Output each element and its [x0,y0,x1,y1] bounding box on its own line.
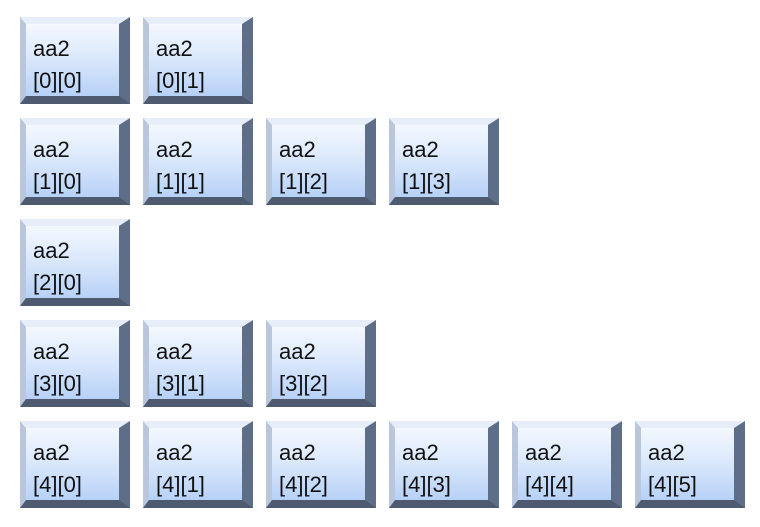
cell-face: aa2 [1][1] [149,125,242,197]
cell-index-label: [2][0] [33,270,82,295]
array-row-3: aa2 [3][0] aa2 [3][1] aa2 [3][2] [20,320,745,407]
cell-bevel [20,320,130,407]
cell-index-label: [0][1] [156,68,205,93]
array-row-0: aa2 [0][0] aa2 [0][1] [20,17,745,104]
array-cell-3-0: aa2 [3][0] [20,320,130,407]
cell-index-label: [3][2] [279,371,328,396]
cell-bevel [635,421,745,508]
array-cell-2-0: aa2 [2][0] [20,219,130,306]
cell-array-name: aa2 [156,339,193,364]
array-cell-1-0: aa2 [1][0] [20,118,130,205]
array-cell-0-0: aa2 [0][0] [20,17,130,104]
cell-index-label: [1][3] [402,169,451,194]
cell-array-name: aa2 [279,440,316,465]
cell-array-name: aa2 [279,137,316,162]
cell-face: aa2 [4][2] [272,428,365,500]
cell-array-name: aa2 [525,440,562,465]
cell-array-name: aa2 [402,440,439,465]
jagged-array-diagram: aa2 [0][0] aa2 [0][1] aa2 [1][0] aa2 [1][1] aa2 [… [20,17,745,522]
cell-face: aa2 [1][0] [26,125,119,197]
cell-bevel [20,118,130,205]
cell-index-label: [3][1] [156,371,205,396]
cell-bevel [20,219,130,306]
cell-array-name: aa2 [33,137,70,162]
cell-bevel [389,421,499,508]
cell-array-name: aa2 [156,36,193,61]
array-cell-4-0: aa2 [4][0] [20,421,130,508]
cell-array-name: aa2 [33,440,70,465]
cell-bevel [143,118,253,205]
cell-array-name: aa2 [156,440,193,465]
array-cell-0-1: aa2 [0][1] [143,17,253,104]
cell-index-label: [1][2] [279,169,328,194]
array-cell-1-3: aa2 [1][3] [389,118,499,205]
cell-face: aa2 [4][3] [395,428,488,500]
cell-array-name: aa2 [33,36,70,61]
cell-face: aa2 [0][0] [26,24,119,96]
cell-bevel [389,118,499,205]
cell-face: aa2 [3][0] [26,327,119,399]
cell-array-name: aa2 [33,238,70,263]
array-cell-4-2: aa2 [4][2] [266,421,376,508]
cell-face: aa2 [4][4] [518,428,611,500]
cell-face: aa2 [1][3] [395,125,488,197]
array-row-1: aa2 [1][0] aa2 [1][1] aa2 [1][2] aa2 [1][3] [20,118,745,205]
cell-array-name: aa2 [402,137,439,162]
cell-face: aa2 [4][5] [641,428,734,500]
array-cell-3-1: aa2 [3][1] [143,320,253,407]
cell-bevel [20,421,130,508]
array-cell-4-5: aa2 [4][5] [635,421,745,508]
cell-face: aa2 [4][0] [26,428,119,500]
cell-bevel [143,17,253,104]
cell-face: aa2 [0][1] [149,24,242,96]
cell-bevel [266,421,376,508]
cell-face: aa2 [3][2] [272,327,365,399]
cell-index-label: [1][0] [33,169,82,194]
array-cell-1-1: aa2 [1][1] [143,118,253,205]
cell-array-name: aa2 [648,440,685,465]
array-row-4: aa2 [4][0] aa2 [4][1] aa2 [4][2] aa2 [4][3] aa2 [… [20,421,745,508]
cell-bevel [512,421,622,508]
cell-index-label: [4][2] [279,472,328,497]
cell-index-label: [3][0] [33,371,82,396]
cell-index-label: [0][0] [33,68,82,93]
cell-array-name: aa2 [33,339,70,364]
cell-index-label: [4][5] [648,472,697,497]
cell-index-label: [4][3] [402,472,451,497]
cell-bevel [143,320,253,407]
cell-bevel [20,17,130,104]
cell-bevel [266,320,376,407]
cell-face: aa2 [3][1] [149,327,242,399]
cell-array-name: aa2 [156,137,193,162]
cell-array-name: aa2 [279,339,316,364]
cell-bevel [143,421,253,508]
cell-index-label: [4][0] [33,472,82,497]
cell-face: aa2 [1][2] [272,125,365,197]
cell-face: aa2 [4][1] [149,428,242,500]
array-cell-3-2: aa2 [3][2] [266,320,376,407]
array-row-2: aa2 [2][0] [20,219,745,306]
cell-index-label: [4][4] [525,472,574,497]
cell-bevel [266,118,376,205]
array-cell-4-4: aa2 [4][4] [512,421,622,508]
array-cell-1-2: aa2 [1][2] [266,118,376,205]
cell-index-label: [4][1] [156,472,205,497]
cell-face: aa2 [2][0] [26,226,119,298]
cell-index-label: [1][1] [156,169,205,194]
array-cell-4-3: aa2 [4][3] [389,421,499,508]
array-cell-4-1: aa2 [4][1] [143,421,253,508]
